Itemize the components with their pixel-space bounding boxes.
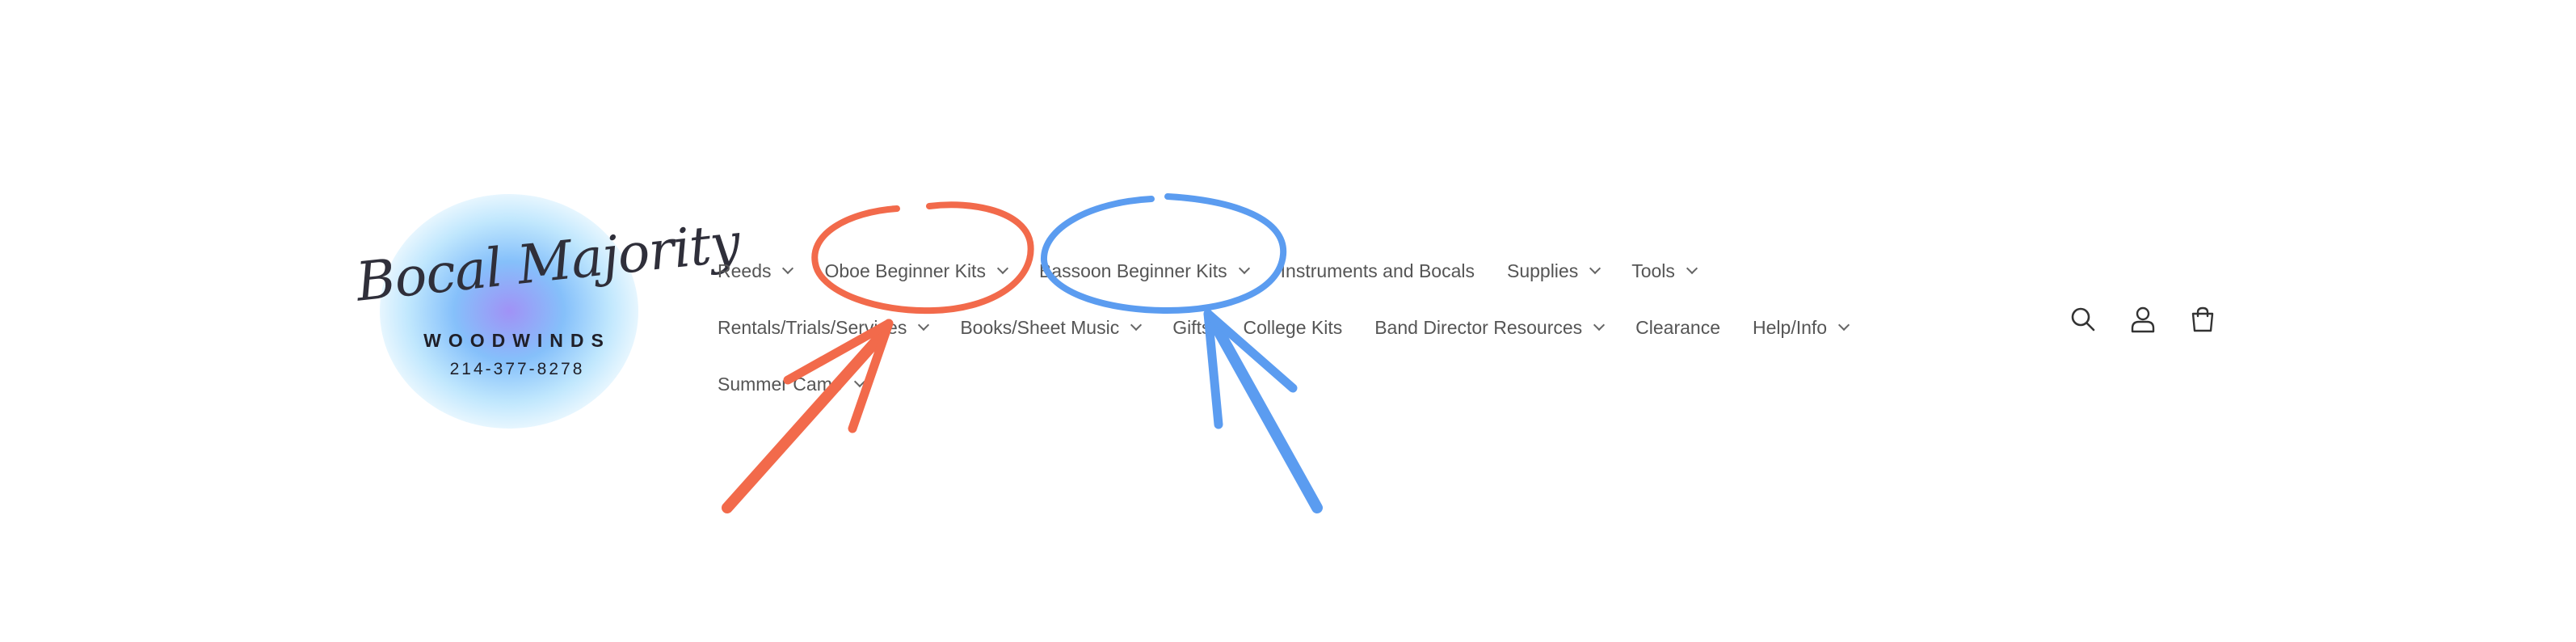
logo-glow xyxy=(380,194,638,429)
cart-icon[interactable] xyxy=(2184,301,2221,338)
logo-subtitle: WOODWINDS xyxy=(423,330,611,351)
logo-phone-number: 214-377-8278 xyxy=(449,360,585,378)
nav-item-band-director-resources[interactable]: Band Director Resources xyxy=(1374,317,1603,339)
nav-item-college-kits[interactable]: College Kits xyxy=(1243,316,1343,338)
nav-item-supplies[interactable]: Supplies xyxy=(1507,260,1599,282)
header-icons xyxy=(2065,301,2244,338)
main-navigation: Reeds Oboe Beginner Kits Bassoon Beginne… xyxy=(718,243,1954,412)
nav-item-oboe-beginner-kits[interactable]: Oboe Beginner Kits xyxy=(824,260,1006,282)
nav-row-3: Summer Camp xyxy=(718,356,1954,412)
nav-item-gifts[interactable]: Gifts xyxy=(1172,316,1211,338)
search-icon[interactable] xyxy=(2065,301,2102,338)
store-logo[interactable]: Bocal Majority WOODWINDS 214-377-8278 xyxy=(353,178,743,445)
nav-item-instruments-and-bocals[interactable]: Instruments and Bocals xyxy=(1280,260,1475,281)
nav-item-help-info[interactable]: Help/Info xyxy=(1753,317,1848,339)
nav-item-books-sheet-music[interactable]: Books/Sheet Music xyxy=(960,317,1140,339)
nav-row-2: Rentals/Trials/Services Books/Sheet Musi… xyxy=(718,299,1954,356)
nav-row-1: Reeds Oboe Beginner Kits Bassoon Beginne… xyxy=(718,243,1954,299)
nav-item-tools[interactable]: Tools xyxy=(1631,260,1696,282)
nav-item-rentals-trials-services[interactable]: Rentals/Trials/Services xyxy=(718,317,928,339)
nav-item-reeds[interactable]: Reeds xyxy=(718,260,792,282)
nav-item-summer-camp[interactable]: Summer Camp xyxy=(718,374,864,395)
nav-item-bassoon-beginner-kits[interactable]: Bassoon Beginner Kits xyxy=(1039,260,1248,282)
nav-item-clearance[interactable]: Clearance xyxy=(1635,316,1721,338)
account-icon[interactable] xyxy=(2124,301,2161,338)
